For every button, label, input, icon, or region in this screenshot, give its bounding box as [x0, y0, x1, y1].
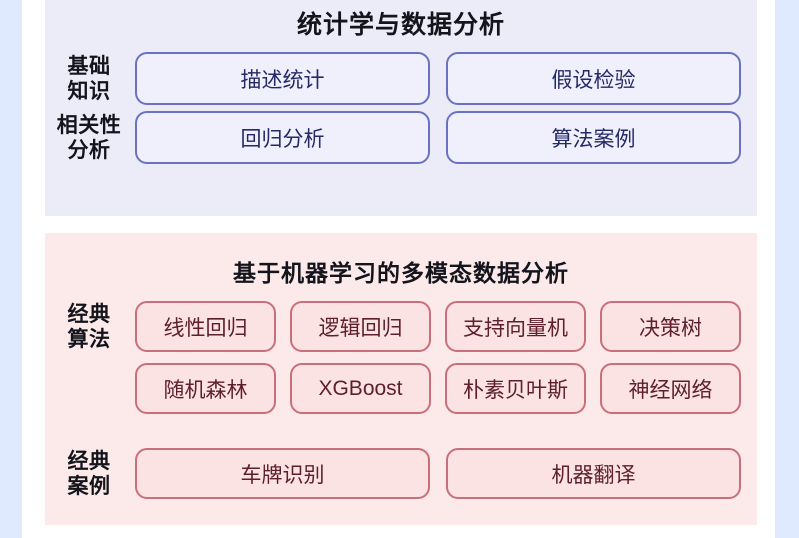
row-label-line2: 分析 — [67, 138, 111, 162]
topic-button-regression-analysis[interactable]: 回归分析 — [135, 111, 430, 164]
row-cells-classic-algorithms-1: 线性回归 逻辑回归 支持向量机 决策树 — [135, 301, 757, 352]
section-statistics-title: 统计学与数据分析 — [296, 11, 505, 39]
algorithm-button-naive-bayes[interactable]: 朴素贝叶斯 — [445, 363, 586, 414]
topic-button-descriptive-statistics[interactable]: 描述统计 — [135, 52, 430, 105]
row-classic-cases: 经典 案例 车牌识别 机器翻译 — [45, 448, 757, 499]
algorithm-button-logistic-regression[interactable]: 逻辑回归 — [290, 301, 431, 352]
row-classic-algorithms-2: 随机森林 XGBoost 朴素贝叶斯 神经网络 — [45, 363, 757, 414]
row-label-basic-knowledge: 基础 知识 — [45, 54, 135, 104]
row-label-line1: 基础 — [67, 54, 111, 78]
row-label-line2: 知识 — [67, 79, 111, 103]
row-label-correlation-analysis: 相关性 分析 — [45, 113, 135, 163]
row-label-line1: 相关性 — [56, 113, 122, 137]
case-button-license-plate-recognition[interactable]: 车牌识别 — [135, 448, 430, 499]
row-cells-correlation-analysis: 回归分析 算法案例 — [135, 111, 757, 164]
row-cells-classic-algorithms-2: 随机森林 XGBoost 朴素贝叶斯 神经网络 — [135, 363, 757, 414]
case-button-machine-translation[interactable]: 机器翻译 — [446, 448, 741, 499]
row-correlation-analysis: 相关性 分析 回归分析 算法案例 — [45, 111, 757, 164]
section-machine-learning: 基于机器学习的多模态数据分析 经典 算法 线性回归 逻辑回归 支持向量机 决策树… — [45, 233, 757, 525]
row-cells-classic-cases: 车牌识别 机器翻译 — [135, 448, 757, 499]
algorithm-button-neural-network[interactable]: 神经网络 — [600, 363, 741, 414]
algorithm-button-support-vector-machine[interactable]: 支持向量机 — [445, 301, 586, 352]
row-label-line2: 案例 — [67, 474, 111, 498]
content-column: 统计学与数据分析 基础 知识 描述统计 假设检验 相关性 分析 回归分析 算法案… — [45, 0, 757, 538]
section-machine-learning-title: 基于机器学习的多模态数据分析 — [233, 260, 569, 286]
algorithm-button-decision-tree[interactable]: 决策树 — [600, 301, 741, 352]
row-classic-algorithms-1: 经典 算法 线性回归 逻辑回归 支持向量机 决策树 — [45, 301, 757, 352]
page-edge-strip-left — [0, 0, 22, 538]
row-label-line1: 经典 — [67, 449, 111, 473]
row-label-classic-algorithms: 经典 算法 — [45, 302, 135, 352]
row-label-line2: 算法 — [67, 327, 111, 351]
topic-button-algorithm-case[interactable]: 算法案例 — [446, 111, 741, 164]
page-edge-strip-right — [775, 0, 799, 538]
topic-button-hypothesis-testing[interactable]: 假设检验 — [446, 52, 741, 105]
algorithm-button-random-forest[interactable]: 随机森林 — [135, 363, 276, 414]
row-label-line1: 经典 — [67, 302, 111, 326]
row-basic-knowledge: 基础 知识 描述统计 假设检验 — [45, 52, 757, 105]
row-label-classic-cases: 经典 案例 — [45, 449, 135, 499]
algorithm-button-xgboost[interactable]: XGBoost — [290, 363, 431, 414]
row-cells-basic-knowledge: 描述统计 假设检验 — [135, 52, 757, 105]
section-statistics: 统计学与数据分析 基础 知识 描述统计 假设检验 相关性 分析 回归分析 算法案… — [45, 0, 757, 216]
algorithm-button-linear-regression[interactable]: 线性回归 — [135, 301, 276, 352]
